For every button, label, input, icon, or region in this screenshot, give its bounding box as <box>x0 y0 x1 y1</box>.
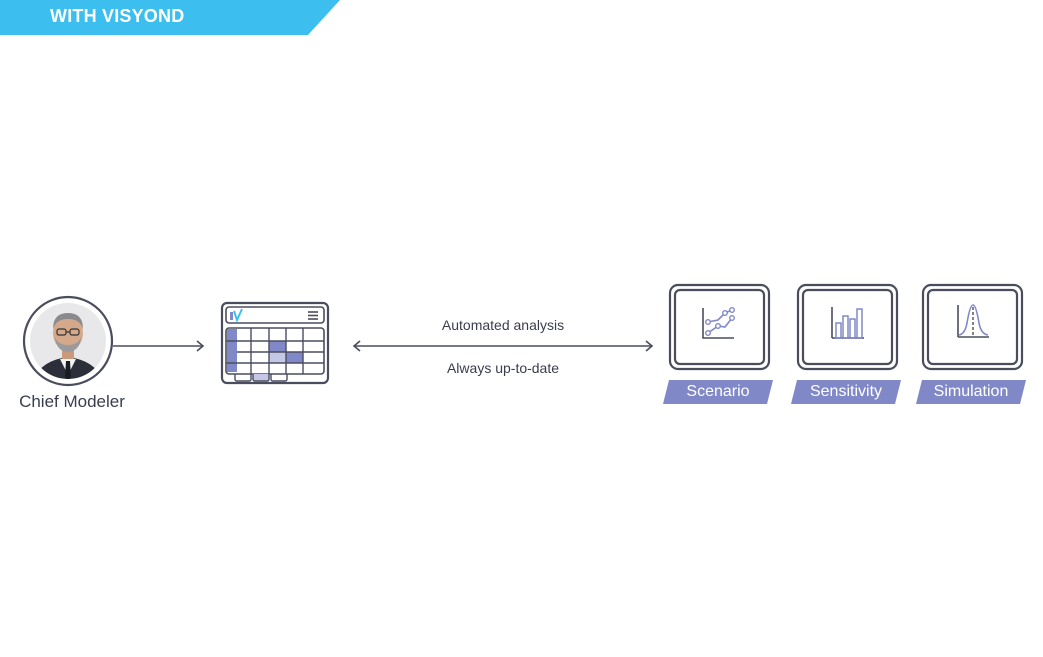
spreadsheet-icon <box>220 301 330 385</box>
tag-shape <box>663 380 773 404</box>
header-banner: WITH VISYOND <box>0 0 340 35</box>
banner-title: WITH VISYOND <box>50 6 185 26</box>
avatar <box>22 295 114 387</box>
tag-label: Simulation <box>933 383 1009 400</box>
scenario-card <box>668 283 771 371</box>
tag-shape <box>791 380 901 404</box>
tag-shape <box>916 380 1026 404</box>
tag-label: Sensitivity <box>809 383 883 400</box>
tag-label: Scenario <box>686 383 750 400</box>
tag-sensitivity: Sensitivity <box>791 380 901 404</box>
tag-scenario: Scenario <box>663 380 773 404</box>
flow-bottom-label: Always up-to-date <box>446 360 560 376</box>
distribution-curve-icon <box>957 304 989 338</box>
flow-top-label: Automated analysis <box>441 317 565 333</box>
double-arrow <box>352 340 654 352</box>
tag-simulation: Simulation <box>916 380 1026 404</box>
sensitivity-card <box>796 283 899 371</box>
simulation-card <box>921 283 1024 371</box>
person-caption: Chief Modeler <box>19 392 125 411</box>
arrow-to-model <box>113 340 205 352</box>
banner-shape <box>0 0 340 35</box>
bar-chart-icon <box>831 307 864 339</box>
line-chart-icon <box>702 307 736 339</box>
